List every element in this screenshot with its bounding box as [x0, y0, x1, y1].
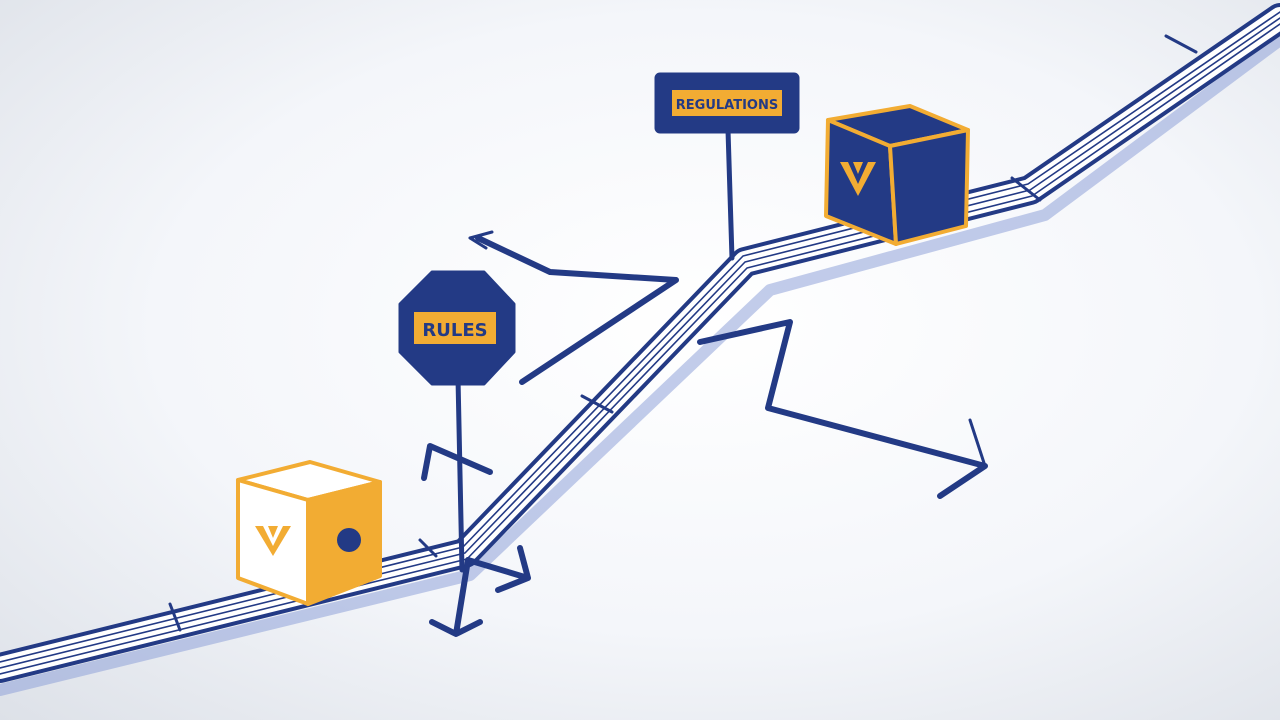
end-box: [824, 104, 970, 246]
branch-lower-right: [697, 319, 988, 499]
rules-sign-label: RULES: [422, 320, 487, 341]
start-box: [236, 460, 382, 606]
arrow-head-lower-right: [943, 418, 987, 496]
branch-right: [465, 545, 531, 593]
arrow-head-upper-left: [468, 230, 494, 250]
rules-sign: RULES: [398, 270, 516, 573]
regulations-sign: REGULATIONS: [654, 72, 800, 261]
diamond-logo-icon: [840, 162, 876, 196]
branch-paths: [421, 230, 988, 637]
branch-upper-left: [475, 235, 679, 385]
lock-knob-icon: [337, 528, 361, 552]
regulations-sign-post: [725, 127, 735, 261]
main-road: [0, 3, 1280, 696]
regulations-sign-label: REGULATIONS: [676, 98, 778, 113]
branch-left-rules: [421, 443, 493, 481]
branch-down: [429, 557, 483, 637]
rules-sign-post: [455, 375, 465, 573]
diamond-logo-icon: [255, 526, 291, 556]
